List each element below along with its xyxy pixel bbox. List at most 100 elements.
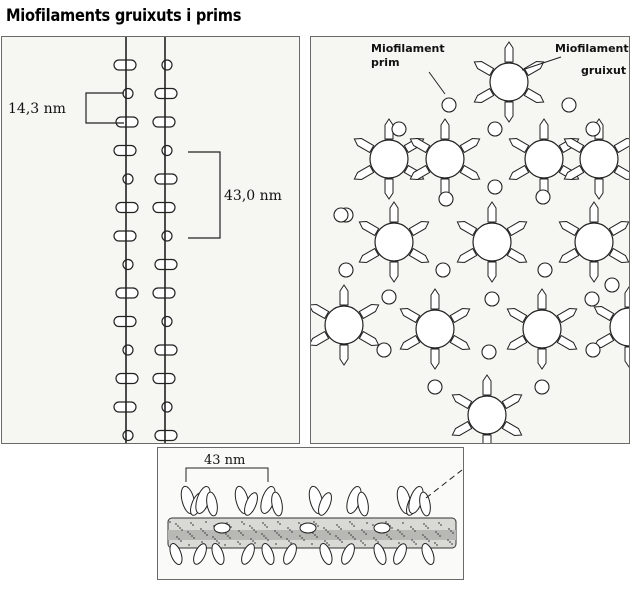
rod-stipple	[325, 529, 327, 531]
rod-stipple	[450, 530, 452, 532]
rod-stipple	[350, 534, 352, 536]
myosin-head-projection	[558, 247, 580, 263]
myosin-head-projection	[593, 306, 615, 322]
rod-stipple	[352, 536, 354, 538]
rod-stipple	[438, 522, 440, 524]
thick-filament-core	[489, 62, 529, 102]
filament-side-view-panel: 14,3 nm 43,0 nm	[1, 36, 300, 444]
rod-stipple	[241, 521, 243, 523]
myosin-head-projection	[558, 221, 580, 237]
rod-stipple	[169, 521, 171, 523]
myosin-head	[373, 522, 391, 534]
myosin-head	[213, 522, 231, 534]
rod-stipple	[267, 539, 269, 541]
rod-stipple	[439, 535, 441, 537]
rod-stipple	[336, 524, 338, 526]
rod-stipple	[237, 541, 239, 543]
myosin-head-projection	[399, 308, 421, 324]
rod-stipple	[317, 525, 319, 527]
rod-stipple	[414, 530, 416, 532]
long-spacing-bracket	[188, 151, 221, 239]
rod-stipple	[434, 542, 436, 544]
myosin-head	[373, 543, 387, 565]
filament-side-view-diagram: 14,3 nm 43,0 nm	[8, 37, 282, 443]
rod-stipple	[289, 529, 291, 531]
rod-stipple	[299, 535, 301, 537]
rod-stipple	[188, 544, 190, 546]
filament-lattice	[311, 41, 629, 443]
myosin-head-projection	[556, 308, 578, 324]
rod-stipple	[338, 526, 340, 528]
myosin-head-projection	[459, 164, 481, 180]
rod-stipple	[314, 534, 316, 536]
thick-filament	[593, 286, 629, 368]
myosin-head-projection	[339, 344, 349, 366]
thin-filament	[391, 121, 407, 137]
thin-filament-pointer	[428, 71, 446, 95]
rod-stipple	[415, 543, 417, 545]
rod-stipple	[412, 528, 414, 530]
rod-stipple	[225, 533, 227, 535]
rod-stipple	[386, 534, 388, 536]
myosin-head-projection	[501, 420, 523, 436]
rod-stipple	[303, 539, 305, 541]
thick-filament	[399, 288, 471, 370]
cross-bridge	[115, 201, 139, 214]
thin-filament	[584, 291, 600, 307]
cross-bridge	[154, 344, 178, 356]
myosin-head-projection	[451, 420, 473, 436]
myosin-head	[271, 491, 283, 517]
rod-stipple	[274, 530, 276, 532]
rod-stipple	[242, 534, 244, 536]
rod-stipple	[366, 522, 368, 524]
rod-stipple	[361, 529, 363, 531]
rod-stipple	[205, 521, 207, 523]
rod-stipple	[254, 542, 256, 544]
rod-stipple	[229, 537, 231, 539]
rod-stipple	[277, 521, 279, 523]
thick-filament	[311, 284, 380, 366]
rod-stipple	[266, 526, 268, 528]
myosin-heads-back	[180, 485, 431, 517]
rod-stipple	[397, 529, 399, 531]
myosin-head-projection	[311, 330, 330, 346]
myosin-head	[421, 543, 435, 565]
thick-filament	[558, 201, 629, 283]
rod-stipple	[316, 536, 318, 538]
myosin-head-projection	[440, 118, 450, 140]
rod-stipple	[363, 531, 365, 533]
cross-bridge	[122, 429, 134, 442]
myosin-head-projection	[449, 334, 471, 350]
rod-stipple	[373, 537, 375, 539]
cross-bridge	[161, 230, 173, 242]
myosin-head-projection	[506, 308, 528, 324]
rod-stipple	[227, 535, 229, 537]
rod-stipple	[427, 527, 429, 529]
rod-stipple	[218, 542, 220, 544]
myosin-head-projection	[409, 138, 431, 154]
myosin-head-projection	[409, 164, 431, 180]
rod-stipple	[201, 541, 203, 543]
cross-bridge-group	[113, 59, 178, 442]
short-spacing-bracket	[85, 92, 124, 124]
rod-stipple	[180, 540, 182, 542]
rod-stipple	[323, 527, 325, 529]
myosin-head	[283, 543, 297, 565]
thin-filament	[427, 379, 443, 395]
rod-stipple	[451, 543, 453, 545]
rod-stipple	[177, 525, 179, 527]
cross-bridge	[113, 144, 137, 157]
thin-filament	[481, 344, 497, 360]
cross-bridge	[161, 315, 173, 328]
cross-bridge	[161, 401, 173, 413]
period-label: 43 nm	[204, 453, 245, 468]
myosin-head-projection	[482, 434, 492, 443]
myosin-head-projection	[501, 394, 523, 410]
cross-bridge	[161, 144, 173, 157]
rod-stipple	[280, 536, 282, 538]
thin-filament	[484, 291, 500, 307]
rod-stipple	[410, 526, 412, 528]
thick-filament-core	[472, 222, 512, 262]
myosin-head-projection	[389, 201, 399, 223]
myosin-head-projection	[339, 284, 349, 306]
